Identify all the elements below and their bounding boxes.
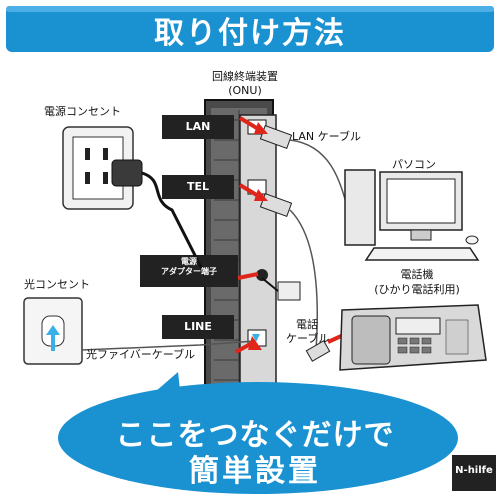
port-label-line: LINE (184, 320, 212, 333)
speech-bubble (58, 372, 458, 494)
label-phone: 電話機 (400, 268, 434, 281)
port-label-tel: TEL (186, 180, 210, 193)
label-phone-sub: (ひかり電話利用) (374, 283, 460, 296)
bubble-line-1: ここをつなぐだけで (115, 418, 395, 453)
page-title: 取り付け方法 (154, 16, 346, 51)
power-adapter (237, 272, 301, 301)
header-banner (0, 0, 500, 60)
power-outlet (62, 126, 207, 276)
tel-cable (238, 183, 318, 351)
label-phone-cable-2: ケーブル (286, 332, 330, 345)
optical-outlet (23, 297, 256, 365)
pc (344, 169, 480, 261)
telephone (339, 304, 487, 371)
label-fiber-cable: 光ファイバーケーブル (86, 348, 196, 361)
onu-sub: (ONU) (228, 84, 262, 97)
line-arrow (235, 336, 262, 354)
label-power-outlet: 電源コンセント (44, 105, 121, 118)
port-label-power: 電源 アダプター端子 (161, 257, 217, 276)
label-lan-cable: LAN ケーブル (292, 130, 361, 143)
onu-name: 回線終端装置 (212, 70, 278, 83)
brand-logo: N-hilfe (455, 465, 493, 476)
logo-box (452, 455, 496, 491)
label-pc: パソコン (392, 158, 436, 171)
label-optical-outlet: 光コンセント (24, 278, 90, 291)
port-tags (140, 115, 238, 339)
illustration (23, 99, 496, 494)
label-phone-cable-1: 電話 (296, 318, 318, 331)
bubble-line-2: 簡単設置 (189, 454, 321, 489)
port-label-lan: LAN (185, 120, 211, 133)
